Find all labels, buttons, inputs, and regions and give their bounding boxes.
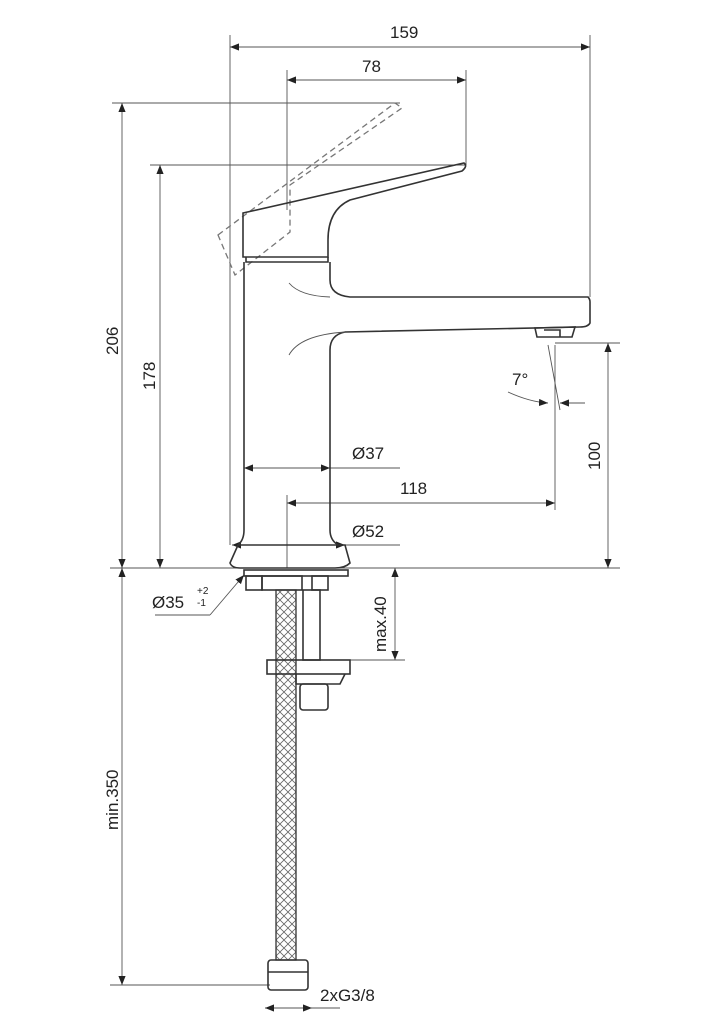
dim-spout-height: 100 xyxy=(585,442,604,470)
dim-height-206: 206 xyxy=(103,327,122,355)
supply-hose xyxy=(275,589,297,961)
threaded-rod xyxy=(302,589,321,661)
dim-base-diameter: Ø52 xyxy=(352,522,384,541)
dim-handle-reach: 78 xyxy=(362,57,381,76)
dimension-labels: 159 78 206 178 7° 100 Ø37 118 Ø52 Ø35 +2… xyxy=(103,23,604,1005)
dim-hole-diameter: Ø35 xyxy=(152,593,184,612)
connector-nut xyxy=(267,959,309,991)
dim-spout-angle: 7° xyxy=(512,370,528,389)
dimension-lines xyxy=(118,43,612,1012)
dim-total-width: 159 xyxy=(390,23,418,42)
dim-height-178: 178 xyxy=(140,362,159,390)
dim-hole-tol-minus: -1 xyxy=(197,598,206,609)
dim-hole-tol-plus: +2 xyxy=(197,586,209,597)
fixing-plate xyxy=(266,659,351,675)
dim-body-diameter: Ø37 xyxy=(352,444,384,463)
extension-lines xyxy=(110,35,620,986)
dim-spout-reach: 118 xyxy=(400,479,427,498)
dim-max-deck: max.40 xyxy=(371,596,390,652)
dim-min-hose: min.350 xyxy=(103,770,122,830)
mounting-hardware xyxy=(243,569,351,991)
faucet-body xyxy=(217,102,591,569)
hose-nut xyxy=(299,683,329,711)
dim-connection: 2xG3/8 xyxy=(320,986,375,1005)
